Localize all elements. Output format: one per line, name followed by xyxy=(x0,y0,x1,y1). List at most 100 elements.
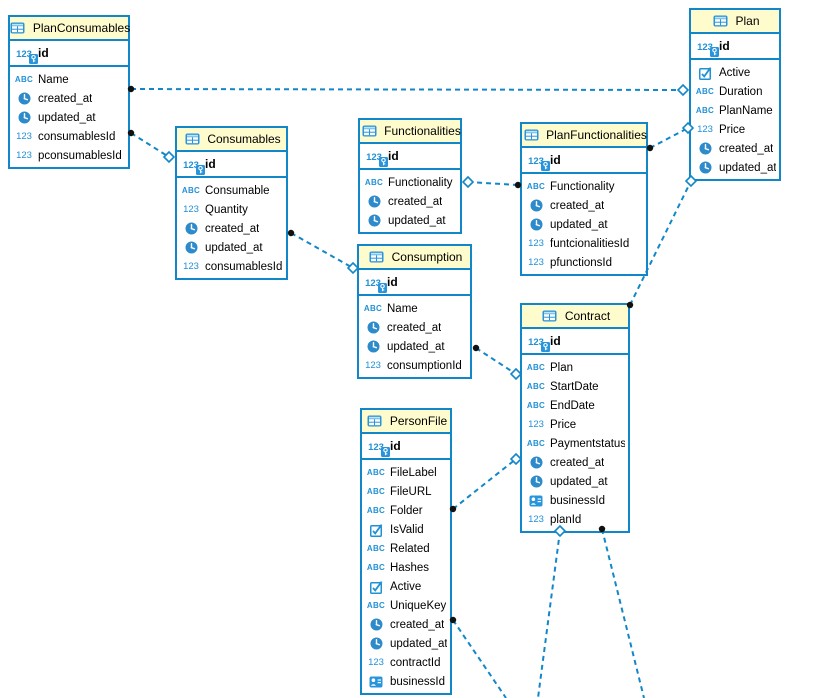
primary-key-icon: 123 xyxy=(695,39,719,57)
connector-planfunctionalities-functionalities[interactable] xyxy=(461,175,522,189)
column-row[interactable]: created_at xyxy=(10,89,128,108)
column-row[interactable]: IsValid xyxy=(362,520,450,539)
column-name: id xyxy=(719,39,730,53)
entity-header[interactable]: PersonFile xyxy=(362,410,450,434)
column-row[interactable]: updated_at xyxy=(177,238,286,257)
entity-title: Consumption xyxy=(391,250,463,264)
column-row[interactable]: Active xyxy=(691,63,779,82)
entity-header[interactable]: Consumables xyxy=(177,128,286,152)
connector-planconsumables-consumables[interactable] xyxy=(127,129,176,164)
connector-consumption-contract[interactable] xyxy=(472,344,523,381)
column-row[interactable]: Active xyxy=(362,577,450,596)
column-name: Paymentstatus xyxy=(550,437,625,450)
column-row[interactable]: businessId xyxy=(362,672,450,691)
entity-header[interactable]: Plan xyxy=(691,10,779,34)
column-row[interactable]: created_at xyxy=(177,219,286,238)
column-row[interactable]: updated_at xyxy=(522,472,628,491)
column-row[interactable]: created_at xyxy=(522,453,628,472)
column-row[interactable]: updated_at xyxy=(522,215,646,234)
connector-contract-offscreen-bottom-1[interactable] xyxy=(537,524,567,698)
column-name: funtcionalitiesId xyxy=(550,237,630,250)
column-name: EndDate xyxy=(550,399,595,412)
datetime-type-icon xyxy=(526,218,546,231)
datetime-type-icon xyxy=(181,222,201,235)
entity-header[interactable]: PlanFunctionalities xyxy=(521,124,647,148)
entity-header[interactable]: Contract xyxy=(522,305,628,329)
entity-header[interactable]: PlanConsumables xyxy=(10,17,130,41)
column-row[interactable]: updated_at xyxy=(362,634,450,653)
connector-personfile-contract[interactable] xyxy=(449,452,523,513)
column-row[interactable]: updated_at xyxy=(359,337,470,356)
column-name: FileLabel xyxy=(390,466,437,479)
connector-consumables-consumption[interactable] xyxy=(287,229,360,275)
column-row[interactable]: updated_at xyxy=(10,108,128,127)
column-row[interactable]: created_at xyxy=(691,139,779,158)
datetime-type-icon xyxy=(14,111,34,124)
column-row[interactable]: updated_at xyxy=(360,211,460,230)
column-row[interactable]: businessId xyxy=(522,491,628,510)
column-row[interactable]: created_at xyxy=(360,192,460,211)
column-row[interactable]: created_at xyxy=(522,196,646,215)
connector-contract-offscreen-bottom-2[interactable] xyxy=(598,525,645,698)
entity-header[interactable]: Consumption xyxy=(359,246,470,270)
column-row[interactable]: created_at xyxy=(362,615,450,634)
string-type-icon: ABC xyxy=(366,544,386,553)
entity-header[interactable]: Functionalities xyxy=(360,120,461,144)
column-row[interactable]: created_at xyxy=(359,318,470,337)
connector-personfile-offscreen-bottom-3[interactable] xyxy=(449,616,507,698)
connector-planfunctionalities-plan[interactable] xyxy=(646,121,695,152)
table-icon xyxy=(521,129,541,141)
column-name: consumptionId xyxy=(387,359,462,372)
connector-planconsumables-plan[interactable] xyxy=(127,83,690,97)
column-row[interactable]: updated_at xyxy=(691,158,779,177)
string-type-icon: ABC xyxy=(526,382,546,391)
entity-title: Consumables xyxy=(207,132,281,146)
column-name: Price xyxy=(719,123,746,136)
